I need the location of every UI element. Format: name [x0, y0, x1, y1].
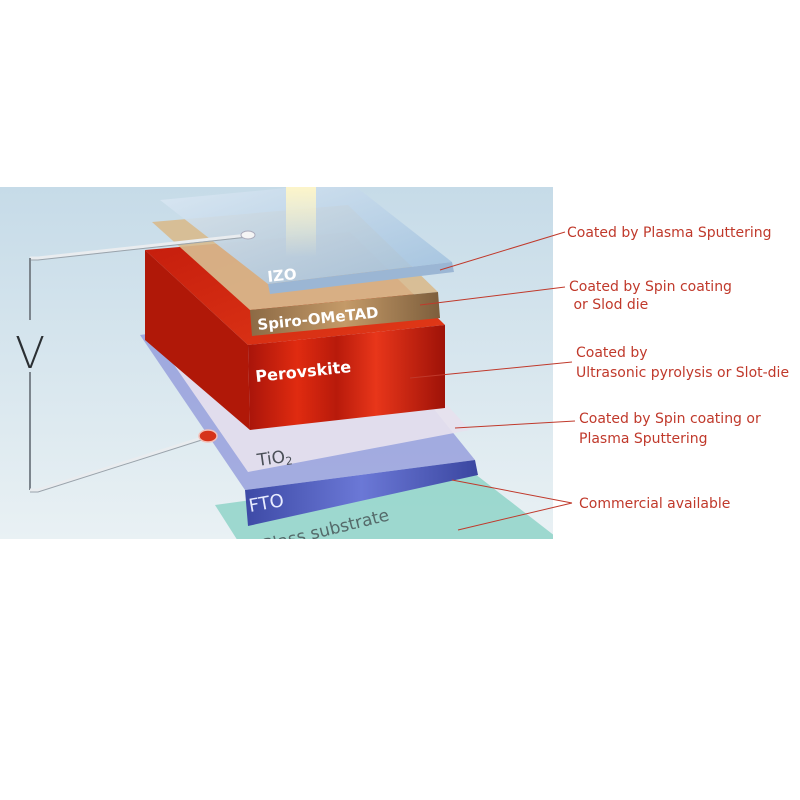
annotation-spiro: Coated by Spin coating or Slod die: [569, 279, 736, 313]
top-wire-shadow: [30, 236, 249, 261]
perovskite-side: [145, 250, 250, 430]
annotation-perovskite-line-1: Coated by: [576, 345, 648, 361]
light-beam: [286, 187, 316, 257]
leader-fto: [451, 479, 573, 504]
top-wire: [30, 233, 249, 260]
tio2-main: TiO: [255, 447, 286, 471]
bottom-contact: [198, 429, 218, 443]
spiro-front: [250, 292, 440, 336]
substrate-layer: [215, 470, 553, 539]
layer-label-tio2: TiO2: [255, 446, 294, 472]
annotation-spiro-line-2: or Slod die: [569, 297, 648, 313]
annotation-izo: Coated by Plasma Sputtering: [567, 225, 772, 241]
annotation-fto-substrate: Commercial available: [579, 496, 730, 512]
annotation-tio2-line-2: Plasma Sputtering: [579, 431, 708, 447]
perovskite-front: [248, 325, 445, 430]
annotation-tio2: Coated by Spin coating or Plasma Sputter…: [579, 411, 765, 447]
voltage-symbol: V: [15, 328, 45, 379]
annotation-perovskite: Coated by Ultrasonic pyrolysis or Slot-d…: [576, 345, 789, 381]
fto-front: [245, 460, 478, 526]
leader-tio2: [454, 420, 576, 429]
annotation-tio2-line-1: Coated by Spin coating or: [579, 411, 761, 427]
top-contact: [240, 230, 256, 240]
leader-perovskite: [409, 361, 573, 379]
annotation-perovskite-line-2: Ultrasonic pyrolysis or Slot-die: [576, 365, 789, 381]
tio2-subscript: 2: [285, 454, 294, 468]
leader-substrate: [457, 502, 573, 531]
annotation-spiro-line-1: Coated by Spin coating: [569, 279, 732, 295]
leader-spiro: [419, 286, 566, 306]
bottom-wire-shadow: [30, 437, 209, 493]
annotation-izo-line-1: Coated by Plasma Sputtering: [567, 225, 772, 241]
izo-front: [268, 262, 454, 294]
bottom-wire: [30, 434, 209, 492]
leader-izo: [439, 231, 566, 271]
layer-label-izo: IZO: [267, 265, 298, 286]
annotation-fto-substrate-line-1: Commercial available: [579, 496, 730, 512]
